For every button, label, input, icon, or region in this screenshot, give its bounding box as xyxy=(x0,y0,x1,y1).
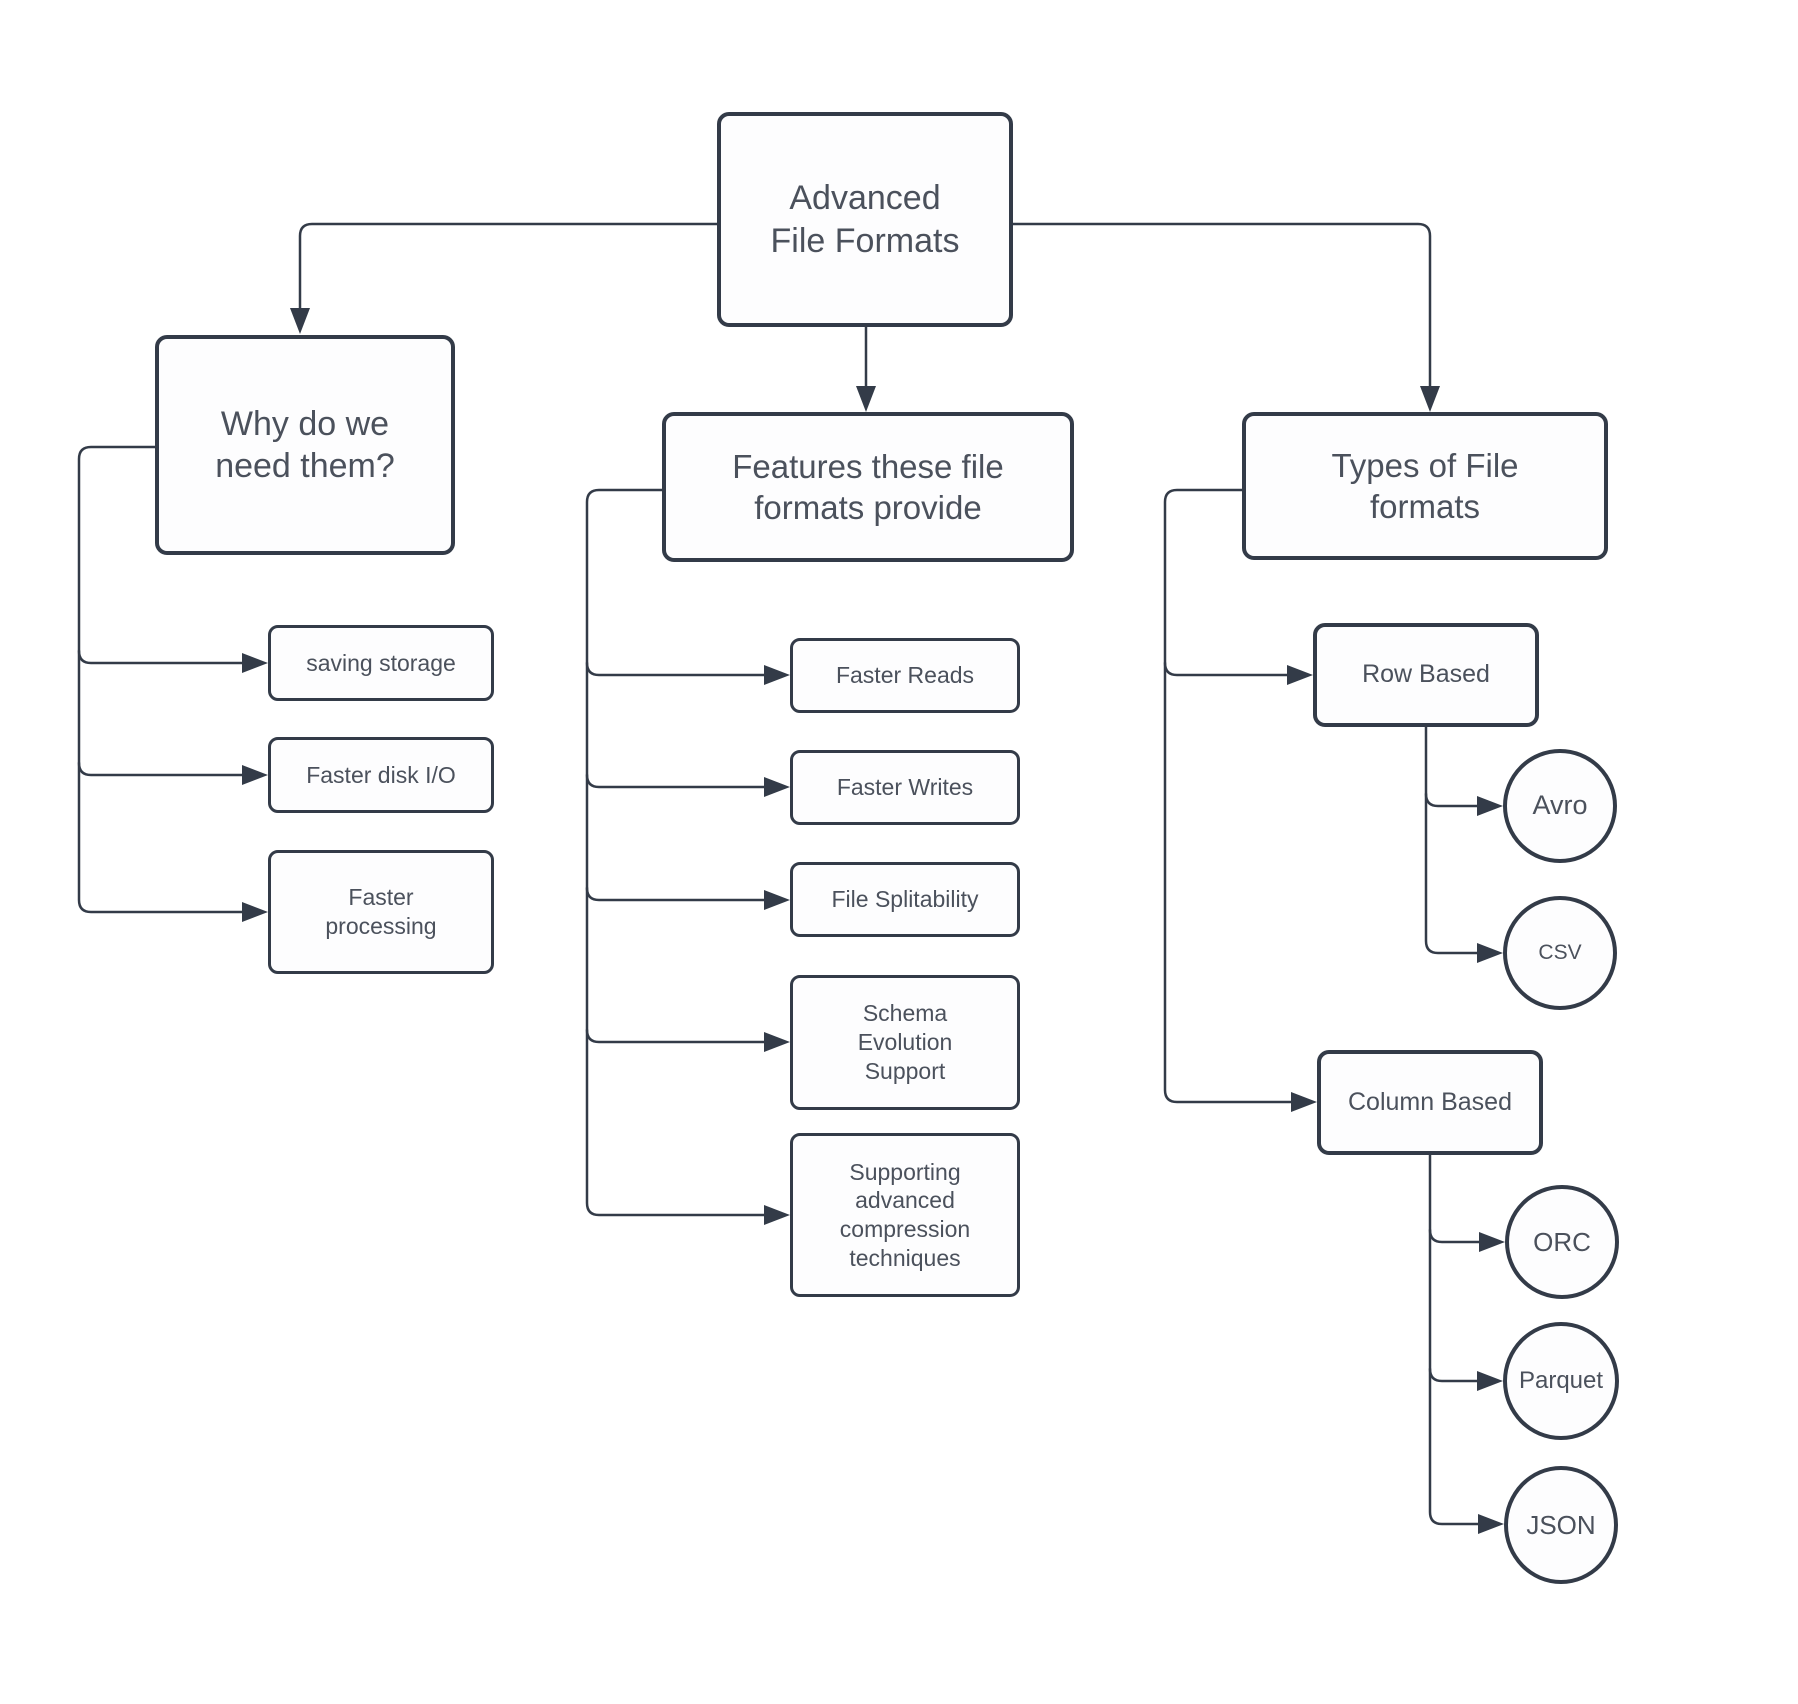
node-csv: CSV xyxy=(1503,896,1617,1010)
edge-why-child-1 xyxy=(77,649,268,673)
node-faster-disk-io: Faster disk I/O xyxy=(268,737,494,813)
edge-root-to-types xyxy=(1011,222,1440,412)
node-types-header: Types of File formats xyxy=(1242,412,1608,560)
edge-features-child-4 xyxy=(585,1028,790,1052)
edge-why-trunk xyxy=(77,445,268,922)
edge-why-child-2 xyxy=(77,761,268,785)
node-faster-writes: Faster Writes xyxy=(790,750,1020,825)
edge-features-child-2 xyxy=(585,773,790,797)
node-orc: ORC xyxy=(1505,1185,1619,1299)
edge-root-to-features xyxy=(856,325,876,412)
node-column-based: Column Based xyxy=(1317,1050,1543,1155)
edge-root-to-why xyxy=(290,222,719,334)
edge-features-child-1 xyxy=(585,661,790,685)
edge-colbased-parquet xyxy=(1428,1367,1503,1391)
node-why-do-we-need-them: Why do we need them? xyxy=(155,335,455,555)
edge-colbased-orc xyxy=(1428,1228,1505,1252)
node-advanced-file-formats: Advanced File Formats xyxy=(717,112,1013,327)
node-json: JSON xyxy=(1504,1466,1618,1584)
node-row-based: Row Based xyxy=(1313,623,1539,727)
node-parquet: Parquet xyxy=(1503,1322,1619,1440)
edge-features-child-3 xyxy=(585,886,790,910)
edge-rowbased-avro xyxy=(1424,792,1503,816)
node-file-splitability: File Splitability xyxy=(790,862,1020,937)
edge-types-trunk xyxy=(1163,488,1317,1112)
node-advanced-compression: Supporting advanced compression techniqu… xyxy=(790,1133,1020,1297)
node-schema-evolution-support: Schema Evolution Support xyxy=(790,975,1020,1110)
node-avro: Avro xyxy=(1503,749,1617,863)
node-features-header: Features these file formats provide xyxy=(662,412,1074,562)
node-saving-storage: saving storage xyxy=(268,625,494,701)
node-faster-reads: Faster Reads xyxy=(790,638,1020,713)
edge-features-trunk xyxy=(585,488,790,1225)
edge-colbased-trunk xyxy=(1428,1153,1504,1534)
edge-rowbased-trunk xyxy=(1424,725,1503,963)
edge-types-row-based xyxy=(1163,661,1313,685)
node-faster-processing: Faster processing xyxy=(268,850,494,974)
